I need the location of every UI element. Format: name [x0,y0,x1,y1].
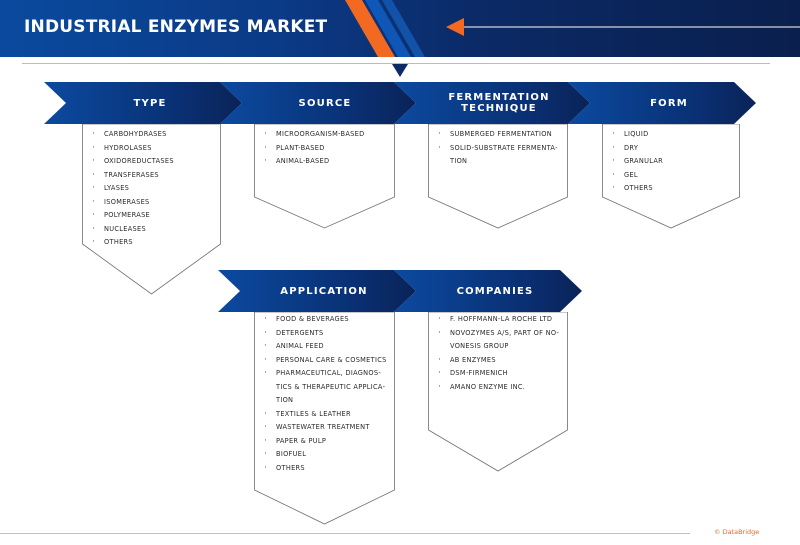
segment-title: SOURCE [298,97,352,109]
segment-title: COMPANIES [456,285,534,297]
page-title: INDUSTRIAL ENZYMES MARKET [24,17,328,37]
list-item-line: SOLID-SUBSTRATE FERMENTA- [450,143,558,152]
list-item: CARBOHYDRASES [92,128,174,142]
list-item: F. HOFFMANN-LA ROCHE LTD [438,313,559,327]
list-item: DETERGENTS [264,327,387,341]
list-item: AB ENZYMES [438,354,559,368]
list-item: PERSONAL CARE & COSMETICS [264,354,387,368]
list-item-line: NOVOZYMES A/S, PART OF NO- [450,328,560,337]
header-arrow-icon [446,18,464,36]
list-item: PLANT-BASED [264,142,364,156]
segment-list: F. HOFFMANN-LA ROCHE LTD NOVOZYMES A/S, … [438,313,559,394]
list-item: DRY [612,142,663,156]
list-item: BIOFUEL [264,448,387,462]
list-item: LIQUID [612,128,663,142]
list-item-line: PHARMACEUTICAL, DIAGNOS- [276,369,382,377]
segment-title: FORM [650,97,688,109]
segment-title: FERMENTATION TECHNIQUE [434,92,549,114]
segment-arrow-application: APPLICATION [218,270,416,312]
list-item: GRANULAR [612,155,663,169]
list-item: OTHERS [264,462,387,476]
segment-panel-form: LIQUID DRY GRANULAR GEL OTHERS [602,124,740,229]
list-item: SUBMERGED FERMENTATION [438,128,558,142]
segment-title-line: FERMENTATION [448,92,550,103]
list-item: HYDROLASES [92,142,174,156]
list-item: DSM-FIRMENICH [438,367,559,381]
list-item: TRANSFERASES [92,169,174,183]
list-item: FOOD & BEVERAGES [264,313,387,327]
list-item: MICROORGANISM-BASED [264,128,364,142]
list-item: NOVOZYMES A/S, PART OF NO- VONESIS GROUP [438,327,559,354]
list-item: PHARMACEUTICAL, DIAGNOS- TICS & THERAPEU… [264,367,387,408]
segment-title: APPLICATION [280,285,368,297]
segment-panel-source: MICROORGANISM-BASED PLANT-BASED ANIMAL-B… [254,124,395,229]
list-item: AMANO ENZYME INC. [438,381,559,395]
list-item: OTHERS [612,182,663,196]
segment-arrow-fermentation: FERMENTATION TECHNIQUE [394,82,590,124]
segment-arrow-type: TYPE [44,82,242,124]
segment-arrow-companies: COMPANIES [394,270,582,312]
list-item: NUCLEASES [92,223,174,237]
list-item-line: TICS & THERAPEUTIC APPLICA- [276,382,386,391]
segment-panel-type: CARBOHYDRASES HYDROLASES OXIDOREDUCTASES… [82,124,221,295]
list-item-line: TION [276,396,294,404]
list-item: LYASES [92,182,174,196]
header-decoration [345,0,800,57]
segment-arrow-source: SOURCE [220,82,416,124]
list-item: SOLID-SUBSTRATE FERMENTA- TION [438,142,558,169]
segment-arrow-form: FORM [568,82,756,124]
list-item-line: TION [450,157,468,165]
list-item: OTHERS [92,236,174,250]
segment-list: MICROORGANISM-BASED PLANT-BASED ANIMAL-B… [264,128,364,169]
segment-panel-application: FOOD & BEVERAGES DETERGENTS ANIMAL FEED … [254,312,395,525]
footer-brand: © DataBridge [714,528,760,536]
list-item: OXIDOREDUCTASES [92,155,174,169]
segment-panel-fermentation: SUBMERGED FERMENTATION SOLID-SUBSTRATE F… [428,124,568,229]
list-item: GEL [612,169,663,183]
list-item: POLYMERASE [92,209,174,223]
list-item: TEXTILES & LEATHER [264,408,387,422]
header-banner: INDUSTRIAL ENZYMES MARKET [0,0,800,57]
list-item-line: VONESIS GROUP [450,342,509,350]
segment-list: SUBMERGED FERMENTATION SOLID-SUBSTRATE F… [438,128,558,169]
segment-list: LIQUID DRY GRANULAR GEL OTHERS [612,128,663,196]
segment-list: FOOD & BEVERAGES DETERGENTS ANIMAL FEED … [264,313,387,475]
divider [22,63,770,64]
segment-title: TYPE [133,97,167,109]
segment-title-line: TECHNIQUE [461,103,537,114]
segment-list: CARBOHYDRASES HYDROLASES OXIDOREDUCTASES… [92,128,174,250]
list-item: PAPER & PULP [264,435,387,449]
footer-divider [0,533,690,534]
list-item: ANIMAL-BASED [264,155,364,169]
down-triangle-icon [392,64,408,77]
list-item: ANIMAL FEED [264,340,387,354]
list-item: ISOMERASES [92,196,174,210]
list-item: WASTEWATER TREATMENT [264,421,387,435]
segment-panel-companies: F. HOFFMANN-LA ROCHE LTD NOVOZYMES A/S, … [428,312,568,472]
